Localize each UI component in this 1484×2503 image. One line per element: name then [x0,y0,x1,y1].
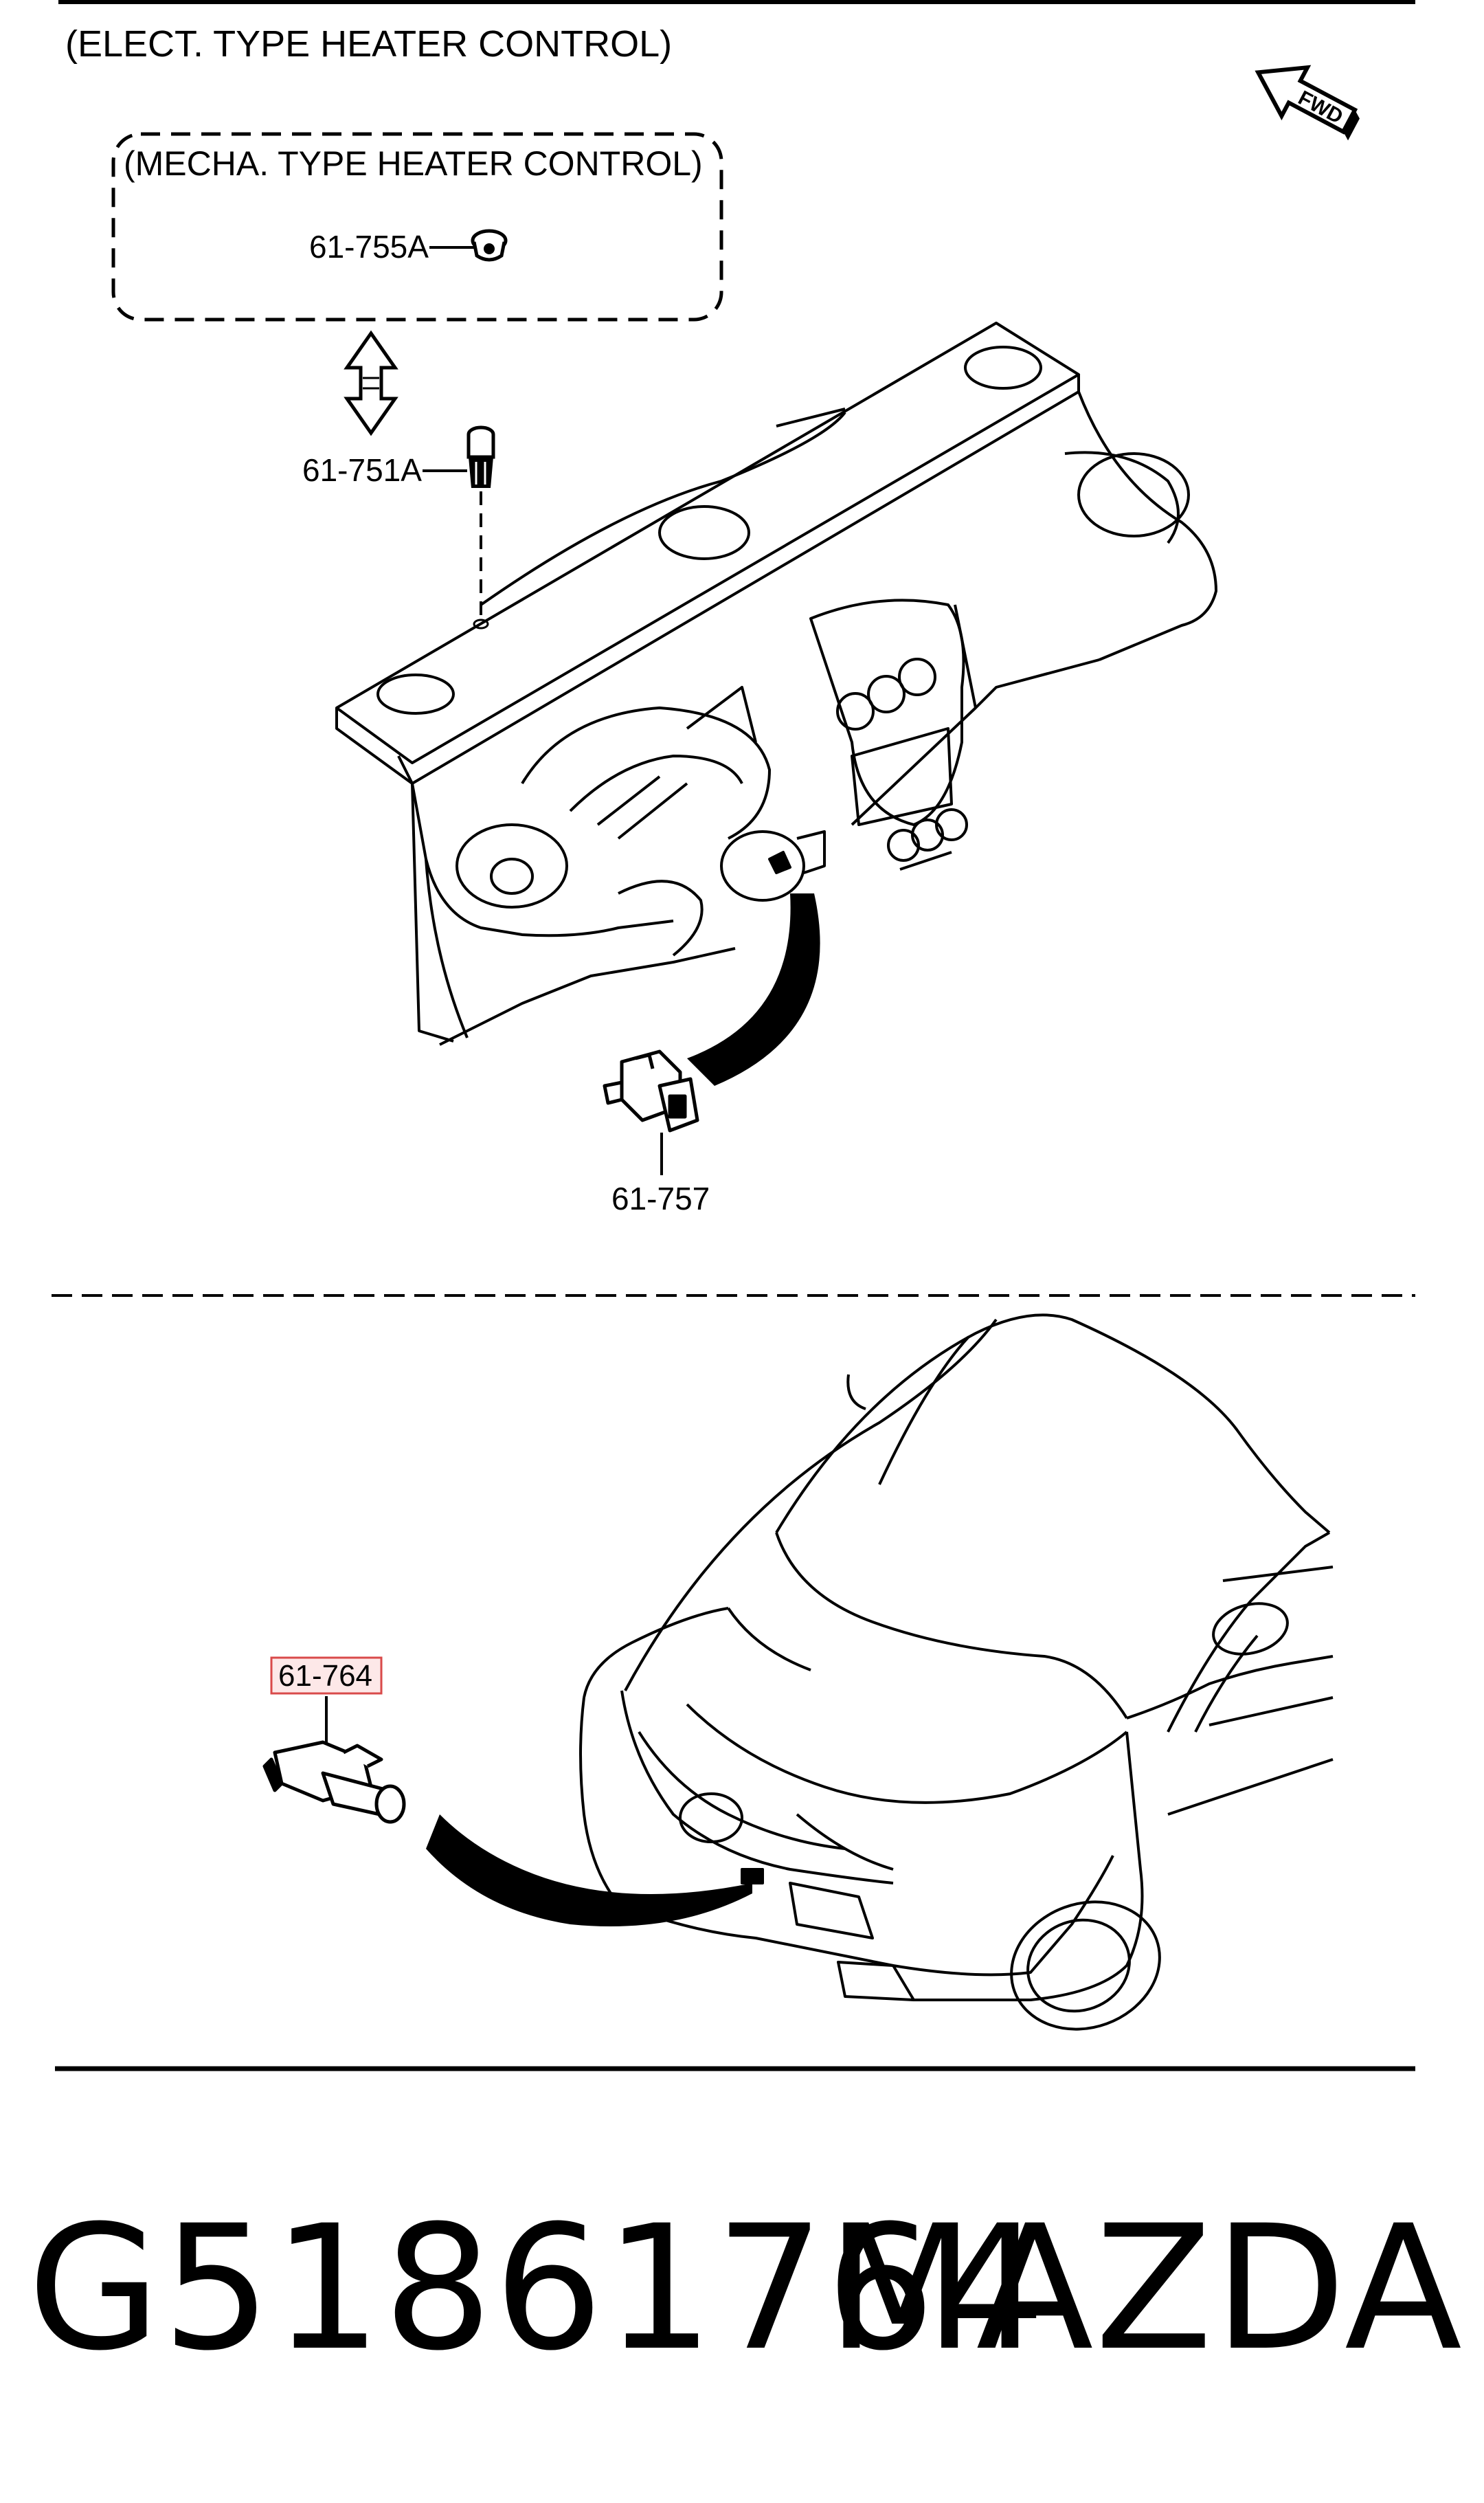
highlight-box-61-764 [270,1656,383,1695]
mechanical-type-inset-box [111,132,723,322]
label-61-757: 61-757 [611,1181,710,1216]
knob-part-icon [471,229,508,262]
sensor-part-61-764-icon [262,1740,406,1824]
shaft-part-icon [466,425,495,488]
switch-part-61-757-icon [603,1049,699,1133]
label-61-751a: 61-751A [302,452,422,488]
car-front-illustration [579,1313,1334,2031]
replacement-double-arrow-icon [344,330,398,436]
caption-row: G51861764 MAZDA [27,2185,1463,2392]
elect-heater-title: (ELECT. TYPE HEATER CONTROL) [65,23,672,65]
part-number: G51861764 [27,2188,1048,2388]
mecha-heater-title: (MECHA. TYPE HEATER CONTROL) [124,144,703,183]
fwd-arrow-icon: FWD [1255,65,1360,141]
brand-name: MAZDA [826,2188,1463,2388]
dashboard-illustration [335,322,1217,1046]
label-61-764: 61-764 [278,1659,372,1693]
pointer-to-61-764 [426,1814,752,1926]
label-61-755a: 61-755A [309,229,429,265]
pointer-to-61-757 [687,893,820,1086]
